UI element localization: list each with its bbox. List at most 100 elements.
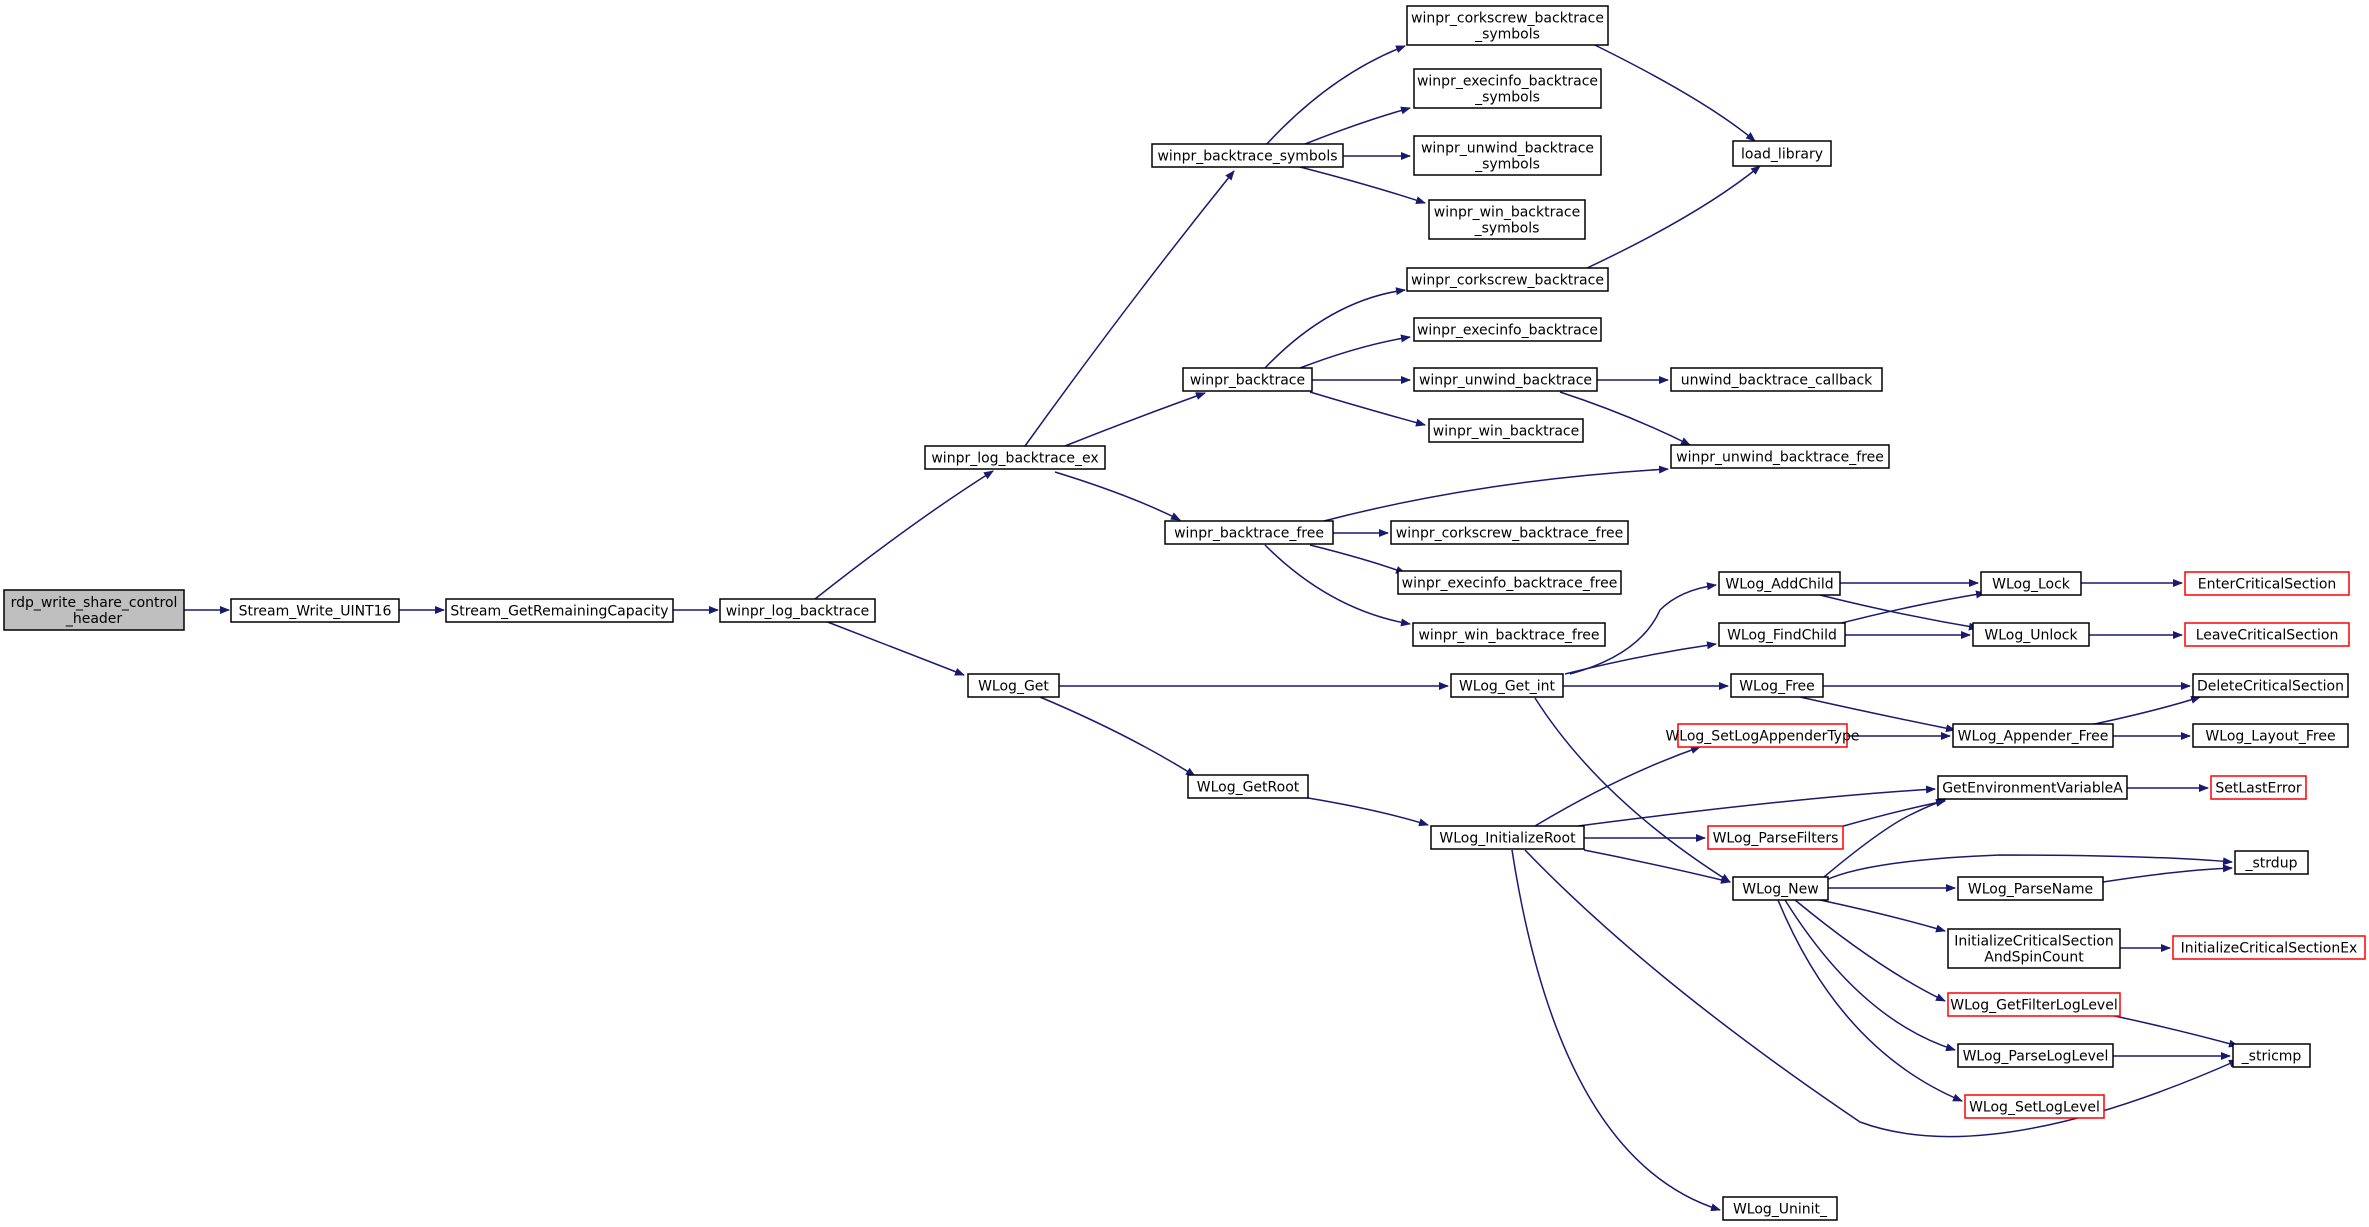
node-label: WLog_FindChild (1727, 628, 1837, 644)
edge-get-int-to-add-child (1569, 582, 1717, 675)
node-label: load_library (1741, 147, 1823, 163)
node-wlog-appender-free[interactable]: WLog_Appender_Free (1952, 723, 2114, 748)
node-label: WLog_Unlock (1984, 628, 2078, 644)
node-label: EnterCriticalSection (2198, 577, 2337, 593)
node-label: winpr_execinfo_backtrace (1417, 323, 1598, 339)
node-stricmp[interactable]: _stricmp (2232, 1043, 2311, 1068)
edge-backtrace-symbols-to-corkscrew-symbols (1264, 45, 1406, 147)
node-winpr-execinfo-backtrace-symbols[interactable]: winpr_execinfo_backtrace_symbols (1413, 68, 1602, 109)
node-label: WLog_Uninit_ (1733, 1202, 1828, 1218)
edge-backtrace-to-execinfo-backtrace (1299, 334, 1411, 369)
node-wlog-lock[interactable]: WLog_Lock (1980, 571, 2082, 596)
node-load-library[interactable]: load_library (1732, 140, 1832, 167)
node-winpr-log-backtrace-ex[interactable]: winpr_log_backtrace_ex (924, 445, 1106, 470)
edge-parse-filters-to-get-environment-variable (1839, 798, 1946, 828)
node-label: WLog_Appender_Free (1958, 729, 2109, 745)
node-winpr-win-backtrace[interactable]: winpr_win_backtrace (1428, 418, 1584, 443)
node-label: DeleteCriticalSection (2197, 679, 2344, 695)
node-wlog-get[interactable]: WLog_Get (967, 673, 1060, 698)
node-wlog-parse-name[interactable]: WLog_ParseName (1957, 876, 2104, 901)
edge-backtrace-symbols-to-win-symbols (1299, 166, 1426, 205)
node-label: _symbols (1474, 90, 1540, 106)
node-set-last-error[interactable]: SetLastError (2210, 775, 2307, 800)
node-label: winpr_win_backtrace (1434, 205, 1580, 221)
node-wlog-get-root[interactable]: WLog_GetRoot (1187, 774, 1309, 799)
node-wlog-unlock[interactable]: WLog_Unlock (1972, 622, 2090, 647)
node-wlog-set-log-appender-type[interactable]: WLog_SetLogAppenderType (1665, 723, 1860, 748)
node-label: Stream_GetRemainingCapacity (450, 604, 668, 620)
node-winpr-win-backtrace-free[interactable]: winpr_win_backtrace_free (1412, 622, 1606, 647)
node-leave-critical-section[interactable]: LeaveCriticalSection (2184, 622, 2350, 647)
edge-backtrace-free-to-unwind-free (1319, 465, 1669, 523)
node-enter-critical-section[interactable]: EnterCriticalSection (2184, 571, 2350, 596)
edge-backtrace-free-to-execinfo-free (1309, 544, 1406, 574)
node-wlog-add-child[interactable]: WLog_AddChild (1718, 571, 1841, 596)
node-label: _strdup (2245, 856, 2298, 872)
edge-initialize-root-to-get-environment-variable (1577, 785, 1936, 827)
edge-get-int-to-find-child (1564, 641, 1717, 675)
node-label: winpr_win_backtrace_free (1418, 628, 1599, 644)
node-wlog-initialize-root[interactable]: WLog_InitializeRoot (1430, 825, 1585, 850)
node-label: WLog_AddChild (1725, 577, 1833, 593)
edge-wlog-new-to-parse-log-level (1784, 899, 1956, 1052)
node-label: WLog_Get_int (1459, 679, 1556, 695)
node-label: SetLastError (2215, 781, 2302, 797)
node-label: _symbols (1474, 221, 1540, 237)
node-strdup[interactable]: _strdup (2234, 850, 2309, 875)
node-stream-get-remaining-capacity[interactable]: Stream_GetRemainingCapacity (445, 598, 674, 623)
edge-log-backtrace-ex-to-backtrace-symbols (1024, 170, 1235, 447)
edge-wlog-get-to-get-root (1039, 696, 1196, 777)
node-winpr-corkscrew-backtrace[interactable]: winpr_corkscrew_backtrace (1406, 267, 1609, 292)
node-label: Stream_Write_UINT16 (239, 604, 392, 620)
node-wlog-parse-log-level[interactable]: WLog_ParseLogLevel (1957, 1043, 2114, 1068)
node-label: WLog_Layout_Free (2205, 729, 2335, 745)
node-wlog-layout-free[interactable]: WLog_Layout_Free (2192, 723, 2349, 748)
node-wlog-set-log-level[interactable]: WLog_SetLogLevel (1964, 1094, 2105, 1119)
node-label: WLog_Get (978, 679, 1049, 695)
node-wlog-free[interactable]: WLog_Free (1730, 673, 1824, 698)
node-label: _header (65, 611, 123, 627)
node-label: WLog_SetLogLevel (1969, 1100, 2100, 1116)
node-wlog-new[interactable]: WLog_New (1732, 876, 1829, 901)
node-wlog-find-child[interactable]: WLog_FindChild (1718, 622, 1846, 647)
node-winpr-corkscrew-backtrace-symbols[interactable]: winpr_corkscrew_backtrace_symbols (1406, 5, 1609, 46)
node-rdp-write-share-control-header[interactable]: rdp_write_share_control_header (3, 589, 185, 631)
node-label: WLog_Lock (1992, 577, 2071, 593)
node-winpr-log-backtrace[interactable]: winpr_log_backtrace (719, 598, 876, 623)
node-label: winpr_log_backtrace (726, 604, 870, 620)
edge-corkscrew-symbols-to-load-library (1569, 32, 1756, 142)
node-wlog-get-int[interactable]: WLog_Get_int (1450, 673, 1564, 698)
node-wlog-parse-filters[interactable]: WLog_ParseFilters (1707, 825, 1844, 850)
node-label: WLog_GetRoot (1197, 780, 1300, 796)
node-winpr-backtrace-free[interactable]: winpr_backtrace_free (1164, 520, 1334, 545)
node-winpr-backtrace-symbols[interactable]: winpr_backtrace_symbols (1151, 143, 1344, 168)
edge-parse-name-to-strdup (2102, 864, 2233, 883)
node-label: winpr_corkscrew_backtrace (1411, 273, 1604, 289)
node-winpr-unwind-backtrace[interactable]: winpr_unwind_backtrace (1413, 367, 1598, 392)
node-winpr-unwind-backtrace-free[interactable]: winpr_unwind_backtrace_free (1670, 444, 1890, 469)
edge-initialize-root-to-uninit (1511, 849, 1721, 1212)
node-initialize-critical-section-ex[interactable]: InitializeCriticalSectionEx (2172, 935, 2366, 960)
node-get-environment-variable-a[interactable]: GetEnvironmentVariableA (1937, 775, 2128, 800)
node-unwind-backtrace-callback[interactable]: unwind_backtrace_callback (1670, 367, 1883, 392)
node-wlog-uninit[interactable]: WLog_Uninit_ (1722, 1196, 1838, 1221)
node-label: winpr_corkscrew_backtrace (1411, 11, 1604, 27)
node-winpr-execinfo-backtrace-free[interactable]: winpr_execinfo_backtrace_free (1397, 570, 1622, 595)
node-label: winpr_win_backtrace (1433, 424, 1579, 440)
edge-appender-free-to-delete-critical-section (2089, 695, 2201, 726)
node-label: unwind_backtrace_callback (1681, 373, 1873, 389)
node-delete-critical-section[interactable]: DeleteCriticalSection (2192, 673, 2349, 698)
node-stream-write-uint16[interactable]: Stream_Write_UINT16 (230, 598, 400, 623)
node-wlog-get-filter-log-level[interactable]: WLog_GetFilterLogLevel (1947, 992, 2121, 1017)
node-label: winpr_execinfo_backtrace (1417, 74, 1598, 90)
node-label: LeaveCriticalSection (2196, 628, 2339, 644)
node-winpr-backtrace[interactable]: winpr_backtrace (1182, 367, 1313, 392)
node-winpr-win-backtrace-symbols[interactable]: winpr_win_backtrace_symbols (1428, 199, 1586, 240)
node-winpr-unwind-backtrace-symbols[interactable]: winpr_unwind_backtrace_symbols (1413, 135, 1602, 176)
node-winpr-corkscrew-backtrace-free[interactable]: winpr_corkscrew_backtrace_free (1390, 520, 1629, 545)
node-label: WLog_ParseName (1968, 882, 2093, 898)
node-label: WLog_InitializeRoot (1439, 831, 1576, 847)
node-winpr-execinfo-backtrace[interactable]: winpr_execinfo_backtrace (1413, 317, 1602, 342)
edge-get-root-to-initialize-root (1307, 797, 1429, 827)
